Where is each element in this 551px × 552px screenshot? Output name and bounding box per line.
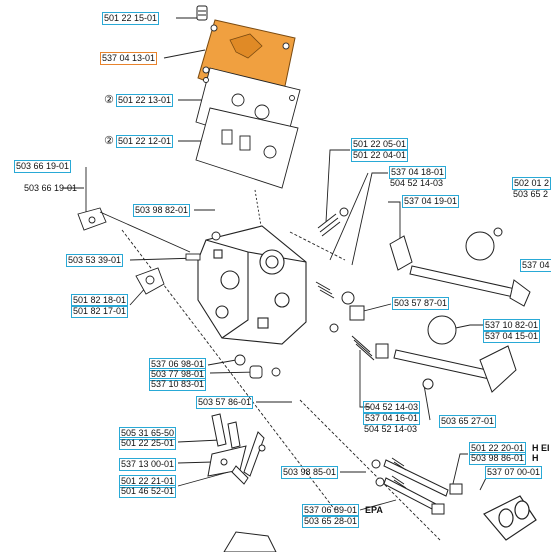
washer-stack — [211, 231, 281, 379]
part-label-504-52-14-03-mid[interactable]: 504 52 14-03 — [362, 401, 421, 414]
part-label-503-77-98-01[interactable]: 503 77 98-01 — [148, 368, 207, 381]
part-label-501-22-21-01[interactable]: 501 22 21-01 — [118, 475, 177, 488]
adjust-tag-epa: EPA — [365, 505, 383, 515]
part-label-501-22-05-01[interactable]: 501 22 05-01 — [350, 138, 409, 151]
carburetor-body — [197, 225, 307, 345]
part-label-504-52-14-03-low: 504 52 14-03 — [364, 424, 418, 434]
idle-screw — [77, 207, 201, 261]
adjust-tag-h: H — [532, 453, 539, 463]
part-label-502-01-2-truncated[interactable]: 502 01 2 — [511, 177, 551, 190]
part-label-501-22-20-01[interactable]: 537 13 00-01 — [118, 458, 177, 471]
part-label-537-06-98-01[interactable]: 537 06 98-01 — [148, 358, 207, 371]
part-label-501-22-15-01[interactable]: 501 22 15-01 — [101, 12, 160, 25]
part-label-505-31-65-50[interactable]: 505 31 65-50 — [118, 427, 177, 440]
part-label-537-04-truncated[interactable]: 537 04 — [520, 259, 551, 272]
part-label-503-53-39-01[interactable]: 503 53 39-01 — [65, 254, 124, 267]
part-label-501-46-52-01[interactable]: 501 46 52-01 — [118, 485, 177, 498]
part-label-501-82-17-01[interactable]: 501 82 17-01 — [70, 305, 129, 318]
limiter-cap — [483, 495, 537, 541]
adjusting-needles — [371, 457, 463, 515]
needle-springs — [315, 207, 389, 361]
pump-diaphragm — [195, 107, 299, 189]
throttle-shaft — [389, 227, 531, 307]
part-label-503-66-19-01-alt: 503 66 19-01 — [24, 183, 78, 193]
part-label-501-22-12-01[interactable]: 501 22 12-01 — [115, 135, 174, 148]
part-label-501-22-04-01[interactable]: 501 22 04-01 — [350, 149, 409, 162]
choke-shaft — [393, 315, 517, 393]
metering-lever — [207, 413, 266, 485]
part-label-537-13-00-01[interactable]: 503 98 86-01 — [468, 452, 527, 465]
part-label-501-82-18-01[interactable]: 501 82 18-01 — [70, 294, 129, 307]
part-label-503-98-85-01[interactable]: 503 98 85-01 — [280, 466, 339, 479]
part-label-537-07-00-01[interactable]: 537 07 00-01 — [484, 466, 543, 479]
part-label-503-65-28-01[interactable]: 503 65 28-01 — [301, 515, 360, 528]
part-label-503-57-86-01[interactable]: 503 57 86-01 — [195, 396, 254, 409]
top-screw — [196, 5, 208, 21]
part-label-503-98-82-01[interactable]: 503 98 82-01 — [132, 204, 191, 217]
quantity-marker: ② — [104, 134, 114, 147]
part-label-501-22-13-01[interactable]: 501 22 13-01 — [115, 94, 174, 107]
part-label-503-57-87-01[interactable]: 503 57 87-01 — [391, 297, 450, 310]
part-label-504-52-14-03-top: 504 52 14-03 — [390, 178, 444, 188]
part-label-501-22-25-01[interactable]: 501 22 25-01 — [118, 437, 177, 450]
bottom-part — [223, 531, 277, 552]
part-label-537-04-15-01[interactable]: 537 04 15-01 — [482, 330, 541, 343]
part-label-503-65-2-truncated: 503 65 2 — [513, 189, 549, 199]
quantity-marker: ② — [104, 93, 114, 106]
part-label-503-66-19-01[interactable]: 503 66 19-01 — [13, 160, 72, 173]
part-label-537-04-18-01[interactable]: 537 04 18-01 — [388, 166, 447, 179]
part-label-537-06-89-01[interactable]: 537 06 89-01 — [301, 504, 360, 517]
part-label-537-10-83-01[interactable]: 537 10 83-01 — [148, 378, 207, 391]
lever-left — [135, 267, 165, 295]
part-label-503-98-86-01[interactable]: 501 22 20-01 — [468, 442, 527, 455]
part-label-503-65-27-01[interactable]: 503 65 27-01 — [438, 415, 497, 428]
part-label-537-04-19-01[interactable]: 537 04 19-01 — [401, 195, 460, 208]
part-label-537-04-16-01[interactable]: 537 04 16-01 — [362, 412, 421, 425]
part-label-537-04-13-01-selected[interactable]: 537 04 13-01 — [99, 52, 158, 65]
adjust-tag-h-ei: H EI — [532, 443, 550, 453]
part-label-537-10-82-01[interactable]: 537 10 82-01 — [482, 319, 541, 332]
